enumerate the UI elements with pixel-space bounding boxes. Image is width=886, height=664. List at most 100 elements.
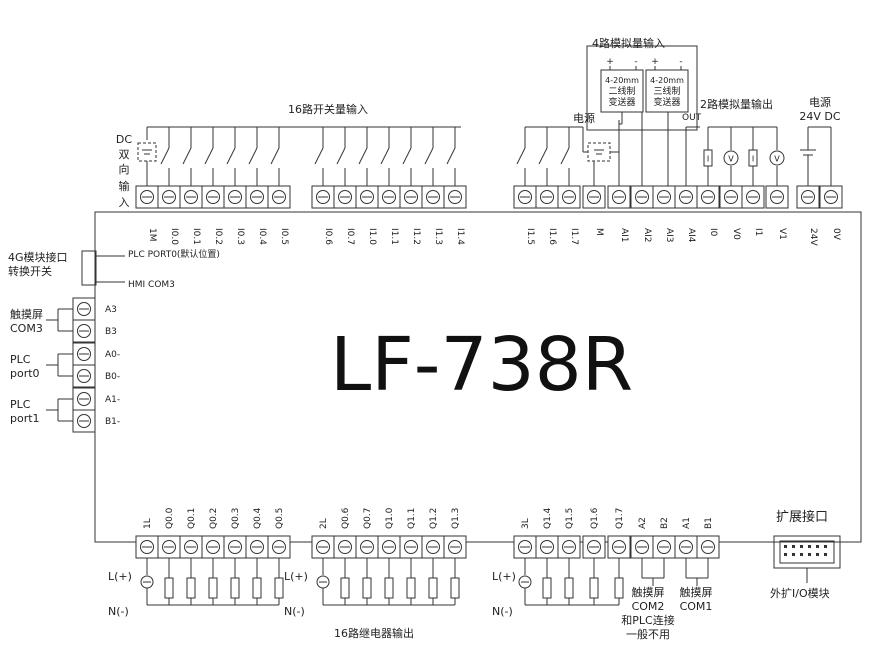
pin-icon — [824, 553, 827, 556]
top-terminal-label: I1.6 — [547, 228, 557, 245]
di-switch — [424, 147, 434, 165]
load-resistor-icon — [564, 577, 574, 599]
load-resistor-icon — [362, 577, 372, 599]
left-terminal-label: B3 — [105, 327, 117, 337]
bottom-terminal-label: Q1.2 — [429, 508, 439, 529]
top-terminal-group4-0 — [796, 185, 820, 209]
switch-title-1: 转换开关 — [8, 265, 52, 278]
meter-symbol: V — [728, 155, 734, 164]
di-switch — [248, 147, 258, 165]
top-terminal-label: I1.5 — [525, 228, 535, 245]
top-terminal-group1-0 — [135, 185, 159, 209]
minus-sign: - — [634, 57, 637, 67]
top-terminal-group1-5 — [245, 185, 269, 209]
left-group-2-line-1: port1 — [10, 412, 40, 425]
bottom-terminal-group1-1 — [157, 535, 181, 559]
top-terminal-label: AI2 — [642, 228, 652, 243]
bottom-terminal-group3-5 — [630, 535, 654, 559]
com2-line-2: 和PLC连接 — [621, 614, 675, 627]
pin-icon — [784, 553, 787, 556]
minus-sign: - — [679, 57, 682, 67]
power-sub: 24V DC — [799, 110, 841, 123]
top-terminal-group3-1 — [535, 185, 559, 209]
l-plus-label-1: L(+) — [108, 570, 132, 583]
ai-source-dashed — [587, 142, 611, 162]
top-terminal-label: I1.2 — [411, 228, 421, 245]
left-terminal-0 — [72, 297, 96, 321]
di-switch — [402, 147, 412, 165]
hmi-com3-label: HMI COM3 — [128, 280, 175, 290]
pin-icon — [792, 553, 795, 556]
pin-icon — [808, 553, 811, 556]
bottom-terminal-label: Q0.4 — [253, 507, 263, 529]
top-terminal-label: 0V — [831, 228, 841, 241]
left-terminal-2 — [72, 342, 96, 366]
top-terminal-label: I0.3 — [235, 228, 245, 245]
com1-line-0: 触摸屏 — [679, 586, 713, 599]
left-terminal-3 — [72, 364, 96, 388]
selector-switch — [81, 250, 97, 286]
left-terminal-label: A1- — [105, 395, 120, 405]
voltage-meter-icon — [769, 150, 785, 166]
bottom-terminal-group1-5 — [245, 535, 269, 559]
source-label: 电源 — [573, 112, 595, 125]
load-resistor-icon — [230, 577, 240, 599]
expansion-title: 扩展接口 — [776, 510, 829, 525]
analog-outputs-label: 2路模拟量输出 — [700, 98, 773, 111]
top-terminal-label: V1 — [777, 228, 787, 240]
top-terminal-group3-4 — [607, 185, 631, 209]
bottom-terminal-group2-4 — [399, 535, 423, 559]
pin-icon — [816, 545, 819, 548]
top-terminal-label: I0.4 — [257, 228, 267, 245]
dc-label-1: 双 — [118, 148, 130, 161]
meter-symbol: I — [707, 155, 709, 164]
pin-icon — [784, 545, 787, 548]
analog-inputs-label: 4路模拟量输入 — [592, 37, 665, 50]
left-terminal-label: B0- — [105, 372, 120, 382]
left-group-1-line-0: PLC — [10, 353, 31, 366]
top-terminal-label: I0.6 — [323, 228, 333, 245]
bottom-terminal-label: B2 — [660, 517, 670, 529]
bottom-terminal-group2-6 — [443, 535, 467, 559]
dc-label-0: DC — [115, 133, 133, 146]
top-terminal-label: I0.0 — [169, 228, 179, 245]
bottom-terminal-label: B1 — [704, 517, 714, 529]
voltage-meter-icon — [723, 150, 739, 166]
di-switch — [380, 147, 390, 165]
bottom-terminal-group3-1 — [535, 535, 559, 559]
top-terminal-group1-3 — [201, 185, 225, 209]
expansion-port-inner — [779, 540, 835, 564]
left-terminal-1 — [72, 319, 96, 343]
bottom-terminal-label: A2 — [638, 517, 648, 529]
left-terminal-4 — [72, 387, 96, 411]
load-resistor-icon — [252, 577, 262, 599]
top-terminal-group3-8 — [696, 185, 720, 209]
bottom-terminal-group3-2 — [557, 535, 581, 559]
digital-inputs-label: 16路开关量输入 — [288, 103, 368, 116]
load-resistor-icon — [274, 577, 284, 599]
top-terminal-group4-1 — [819, 185, 843, 209]
dc-label-4: 入 — [118, 196, 130, 209]
top-terminal-label: I1.4 — [455, 228, 465, 245]
bottom-terminal-label: Q1.0 — [385, 507, 395, 529]
left-group-1-line-1: port0 — [10, 367, 40, 380]
bottom-terminal-label: Q0.0 — [165, 507, 175, 529]
di-switch — [270, 147, 280, 165]
top-terminal-group2-1 — [333, 185, 357, 209]
di-switch — [314, 147, 324, 165]
bottom-terminal-label: Q0.6 — [341, 507, 351, 529]
top-terminal-label: I0 — [708, 228, 718, 237]
bottom-terminal-group2-2 — [355, 535, 379, 559]
top-terminal-label: I1 — [753, 228, 763, 236]
model-title: LF-738R — [330, 322, 634, 408]
com2-line-1: COM2 — [631, 600, 665, 613]
top-terminal-label: I1.3 — [433, 228, 443, 245]
bottom-terminal-label: Q1.7 — [615, 508, 625, 529]
n-minus-label-3: N(-) — [492, 605, 513, 618]
l-plus-label-2: L(+) — [284, 570, 308, 583]
load-resistor-icon — [384, 577, 394, 599]
left-terminal-5 — [72, 409, 96, 433]
bottom-terminal-group2-5 — [421, 535, 445, 559]
tx3-line-2: 变送器 — [653, 98, 681, 108]
